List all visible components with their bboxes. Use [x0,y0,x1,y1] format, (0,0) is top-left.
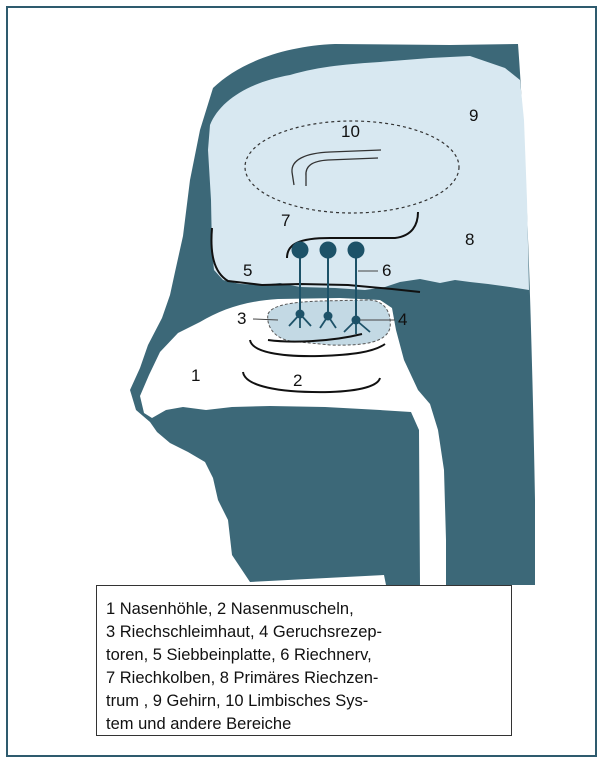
receptor-cell-3 [352,316,361,325]
legend-line: trum , 9 Gehirn, 10 Limbisches Sys- [106,690,503,713]
receptor-cell-2 [324,312,333,321]
label-10: 10 [341,122,360,141]
label-6: 6 [382,261,391,280]
label-2: 2 [293,371,302,390]
receptor-cell-1 [296,310,305,319]
label-8: 8 [465,230,474,249]
olfactory-bulb-cells [292,242,365,259]
bulb-cell-3 [348,242,365,259]
label-9: 9 [469,106,478,125]
legend-line: tem und andere Bereiche [106,713,503,736]
label-3: 3 [237,309,246,328]
label-1: 1 [191,366,200,385]
label-7: 7 [281,211,290,230]
legend-line: 7 Riechkolben, 8 Primäres Riechzen- [106,667,503,690]
legend-line: 1 Nasenhöhle, 2 Nasenmuscheln, [106,598,503,621]
bulb-cell-2 [320,242,337,259]
legend-line: toren, 5 Siebbeinplatte, 6 Riechnerv, [106,644,503,667]
label-5: 5 [243,261,252,280]
legend-box: 1 Nasenhöhle, 2 Nasenmuscheln, 3 Riechsc… [96,585,512,736]
label-4: 4 [398,310,407,329]
bulb-cell-1 [292,242,309,259]
brain-region [208,56,529,290]
legend-line: 3 Riechschleimhaut, 4 Geruchsrezep- [106,621,503,644]
